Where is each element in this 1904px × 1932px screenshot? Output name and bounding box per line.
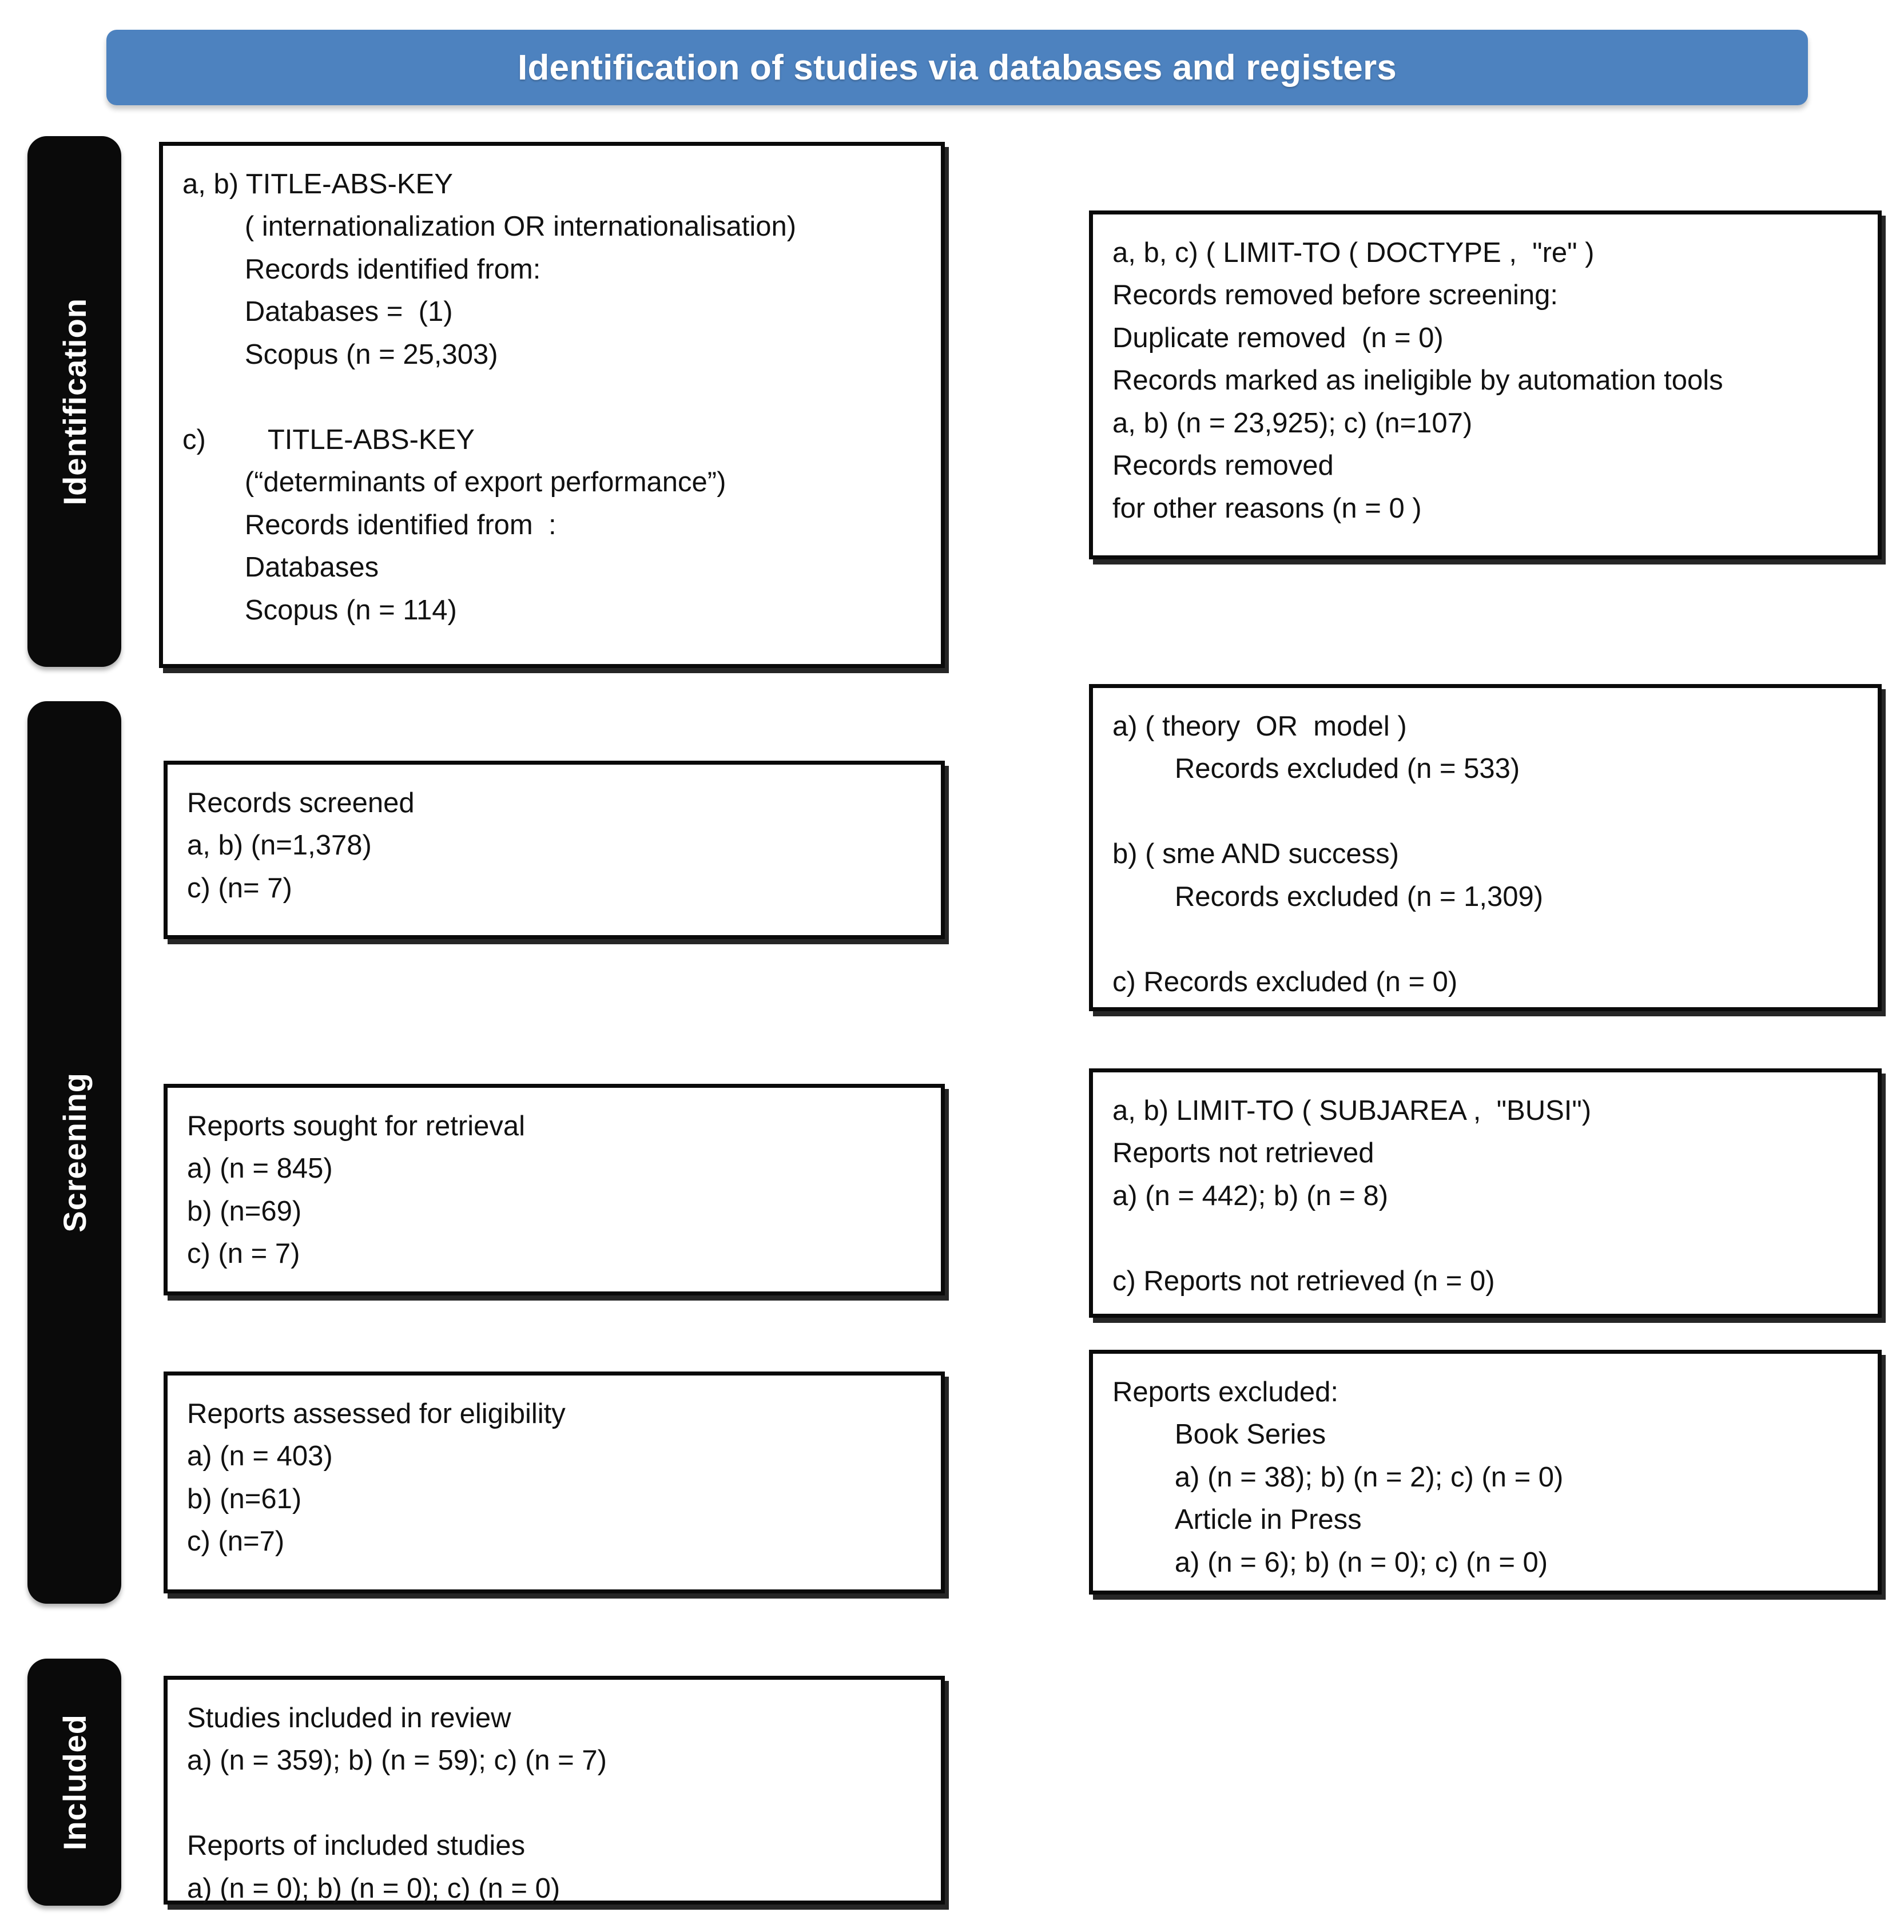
box-reports-assessed-text: Reports assessed for eligibility a) (n =… (187, 1398, 566, 1557)
diagram-header-banner: Identification of studies via databases … (106, 30, 1808, 105)
box-records-removed-text: a, b, c) ( LIMIT-TO ( DOCTYPE , "re" ) R… (1112, 237, 1723, 524)
box-reports-assessed: Reports assessed for eligibility a) (n =… (164, 1372, 945, 1593)
box-records-excluded-text: a) ( theory OR model ) Records excluded … (1112, 711, 1544, 997)
box-reports-excluded-text: Reports excluded: Book Series a) (n = 38… (1112, 1377, 1564, 1578)
box-reports-not-retrieved-text: a, b) LIMIT-TO ( SUBJAREA , "BUSI") Repo… (1112, 1095, 1592, 1297)
phase-label-screening-text: Screening (56, 1072, 93, 1233)
box-studies-included: Studies included in review a) (n = 359);… (164, 1676, 945, 1905)
box-records-screened: Records screened a, b) (n=1,378) c) (n= … (164, 761, 945, 939)
box-records-identified: a, b) TITLE-ABS-KEY ( internationalizati… (159, 142, 945, 668)
phase-label-identification-text: Identification (56, 297, 93, 506)
box-records-screened-text: Records screened a, b) (n=1,378) c) (n= … (187, 788, 415, 904)
box-records-identified-text: a, b) TITLE-ABS-KEY ( internationalizati… (182, 169, 797, 626)
box-records-excluded: a) ( theory OR model ) Records excluded … (1089, 684, 1882, 1011)
box-reports-not-retrieved: a, b) LIMIT-TO ( SUBJAREA , "BUSI") Repo… (1089, 1068, 1882, 1318)
page-title: Identification of studies via databases … (518, 47, 1397, 88)
box-studies-included-text: Studies included in review a) (n = 359);… (187, 1703, 607, 1904)
phase-label-screening: Screening (27, 701, 121, 1604)
box-reports-sought: Reports sought for retrieval a) (n = 845… (164, 1084, 945, 1295)
phase-label-included: Included (27, 1659, 121, 1906)
box-reports-excluded: Reports excluded: Book Series a) (n = 38… (1089, 1350, 1882, 1595)
box-reports-sought-text: Reports sought for retrieval a) (n = 845… (187, 1111, 525, 1270)
phase-label-included-text: Included (56, 1714, 93, 1851)
box-records-removed: a, b, c) ( LIMIT-TO ( DOCTYPE , "re" ) R… (1089, 210, 1882, 559)
phase-label-identification: Identification (27, 136, 121, 667)
